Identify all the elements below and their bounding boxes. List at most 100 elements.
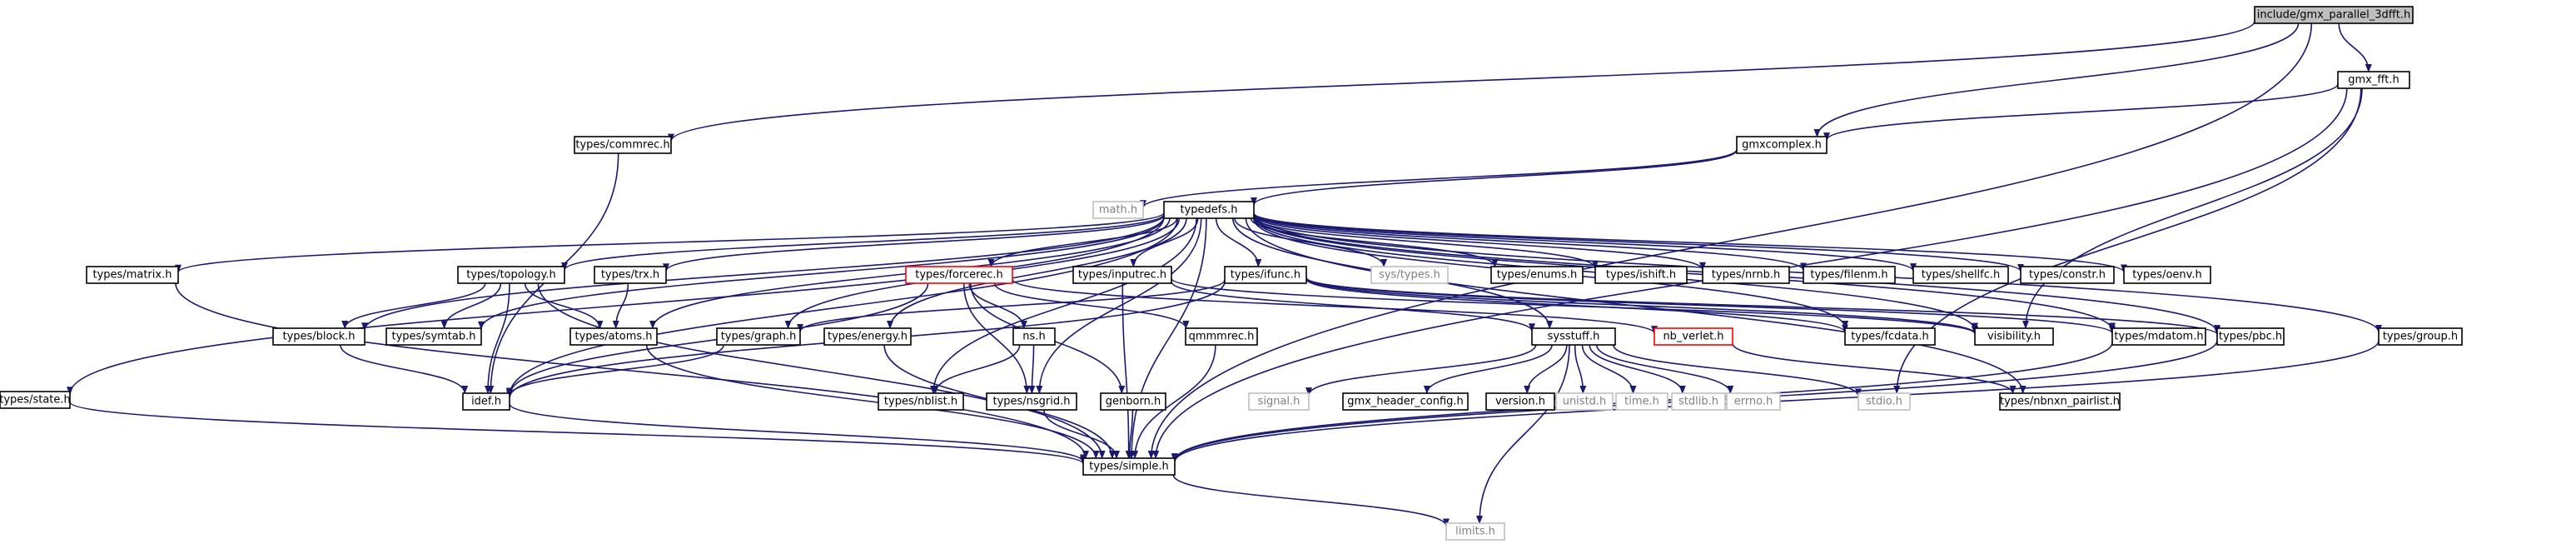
node-nrnb[interactable]: types/nrnb.h [1702, 266, 1790, 284]
edge-root-to-gmx_fft [2338, 22, 2372, 72]
node-math: math.h [1092, 201, 1144, 219]
node-label: visibility.h [1987, 331, 2041, 343]
node-nb-verlet[interactable]: nb_verlet.h [1654, 327, 1733, 346]
node-mdatom[interactable]: types/mdatom.h [2111, 327, 2206, 346]
node-box [986, 392, 1077, 411]
edge-graph-to-idef [506, 344, 724, 397]
node-label: sysstuff.h [1548, 331, 1600, 343]
node-box [2111, 327, 2206, 346]
node-symtab[interactable]: types/symtab.h [385, 327, 482, 346]
node-shellfc[interactable]: types/shellfc.h [1912, 266, 2009, 284]
edge-typedefs-to-topology [561, 213, 1165, 271]
node-label: types/topology.h [466, 269, 555, 282]
node-enums[interactable]: types/enums.h [1490, 266, 1584, 284]
node-box [1531, 327, 1616, 346]
node-box [1844, 327, 1936, 346]
node-ishift[interactable]: types/ishift.h [1594, 266, 1688, 284]
node-version[interactable]: version.h [1485, 392, 1555, 411]
node-gmx-header-config[interactable]: gmx_header_config.h [1342, 392, 1469, 411]
edge-inputrec-to-sysstuff [1171, 281, 1535, 332]
node-time: time.h [1615, 392, 1668, 411]
edge-matrix-to-simple [175, 282, 1089, 459]
edge-sysstuff-to-time [1581, 344, 1637, 394]
node-trx[interactable]: types/trx.h [594, 266, 667, 284]
node-root[interactable]: include/gmx_parallel_3dfft.h [2254, 6, 2414, 24]
node-atoms[interactable]: types/atoms.h [569, 327, 658, 346]
node-energy[interactable]: types/energy.h [823, 327, 912, 346]
node-constr[interactable]: types/constr.h [2020, 266, 2115, 284]
node-unistd: unistd.h [1555, 392, 1614, 411]
edge-sysstuff-to-stdio [1613, 344, 1862, 397]
edge-typedefs-to-ifunc [1215, 217, 1262, 267]
node-label: idef.h [471, 396, 501, 408]
node-idef[interactable]: idef.h [462, 392, 510, 411]
node-nblist[interactable]: types/nblist.h [878, 392, 964, 411]
node-errno: errno.h [1726, 392, 1781, 411]
edge-topology-to-idef [485, 282, 510, 394]
node-block[interactable]: types/block.h [272, 327, 366, 346]
node-oenv[interactable]: types/oenv.h [2123, 266, 2211, 284]
node-nsgrid[interactable]: types/nsgrid.h [986, 392, 1077, 411]
node-matrix[interactable]: types/matrix.h [86, 266, 179, 284]
node-simple[interactable]: types/simple.h [1082, 457, 1176, 476]
node-label: types/enums.h [1497, 269, 1577, 282]
edge-forcerec-to-nb_verlet [1012, 278, 1658, 335]
node-label: typedefs.h [1180, 204, 1237, 217]
node-label: qmmmrec.h [1189, 331, 1255, 343]
edge-nsgrid-to-simple [1043, 409, 1120, 459]
node-visibility[interactable]: visibility.h [1974, 327, 2054, 346]
node-ifunc[interactable]: types/ifunc.h [1224, 266, 1307, 284]
edge-sysstuff-to-gmx_header_config [1423, 344, 1553, 394]
node-inputrec[interactable]: types/inputrec.h [1072, 266, 1172, 284]
edge-typedefs-to-nsgrid [1036, 217, 1202, 394]
edge-typedefs-to-forcerec [987, 217, 1178, 267]
edge-typedefs-to-systypes [1234, 217, 1388, 267]
node-graph[interactable]: types/graph.h [716, 327, 801, 346]
node-stdio: stdio.h [1857, 392, 1911, 411]
node-box [1100, 392, 1166, 411]
edge-qmmmrec-to-simple [1131, 344, 1216, 459]
edge-ifunc-to-visibility [1305, 277, 1978, 335]
node-gmx-fft[interactable]: gmx_fft.h [2337, 71, 2410, 89]
node-label: types/forcerec.h [915, 269, 1003, 282]
node-label: types/graph.h [721, 331, 797, 343]
node-box [0, 391, 71, 409]
node-box [2378, 327, 2463, 346]
node-nbnxn-pairlist[interactable]: types/nbnxn_pairlist.h [1999, 392, 2121, 411]
edge-topology-to-simple [537, 282, 1106, 459]
edge-topology-to-atoms [524, 282, 604, 329]
edge-typedefs-to-simple [1128, 217, 1207, 459]
node-typedefs[interactable]: typedefs.h [1163, 201, 1255, 219]
node-box [272, 327, 366, 346]
node-label: types/nsgrid.h [992, 396, 1070, 408]
node-group[interactable]: types/group.h [2378, 327, 2463, 346]
node-state[interactable]: types/state.h [0, 391, 71, 409]
node-label: types/ifunc.h [1231, 269, 1300, 282]
node-qmmmrec[interactable]: qmmmrec.h [1185, 327, 1258, 346]
node-limits: limits.h [1445, 522, 1505, 541]
node-label: gmx_fft.h [2348, 74, 2399, 87]
node-sysstuff[interactable]: sysstuff.h [1531, 327, 1616, 346]
edge-gmx_fft-to-stdio [1893, 87, 2362, 394]
node-box [1974, 327, 2054, 346]
node-fcdata[interactable]: types/fcdata.h [1844, 327, 1936, 346]
node-ns[interactable]: ns.h [1012, 327, 1056, 346]
node-filenm[interactable]: types/filenm.h [1803, 266, 1896, 284]
node-label: types/oenv.h [2132, 269, 2201, 282]
node-label: gmxcomplex.h [1742, 139, 1822, 152]
edge-ns-to-nblist [932, 344, 1021, 394]
node-gmxcomplex[interactable]: gmxcomplex.h [1736, 136, 1828, 154]
node-commrec[interactable]: types/commrec.h [574, 136, 672, 154]
node-genborn[interactable]: genborn.h [1100, 392, 1166, 411]
node-pbc[interactable]: types/pbc.h [2216, 327, 2285, 346]
edge-ifunc-to-mdatom [1305, 277, 2116, 335]
node-box [1654, 327, 1733, 346]
edge-forcerec-to-qmmmrec [993, 282, 1190, 329]
node-box [1342, 392, 1469, 411]
node-label: nb_verlet.h [1663, 331, 1723, 343]
node-label: signal.h [1258, 396, 1300, 408]
node-forcerec[interactable]: types/forcerec.h [905, 266, 1013, 284]
node-topology[interactable]: types/topology.h [457, 266, 565, 284]
edge-typedefs-to-nrnb [1253, 215, 1706, 271]
